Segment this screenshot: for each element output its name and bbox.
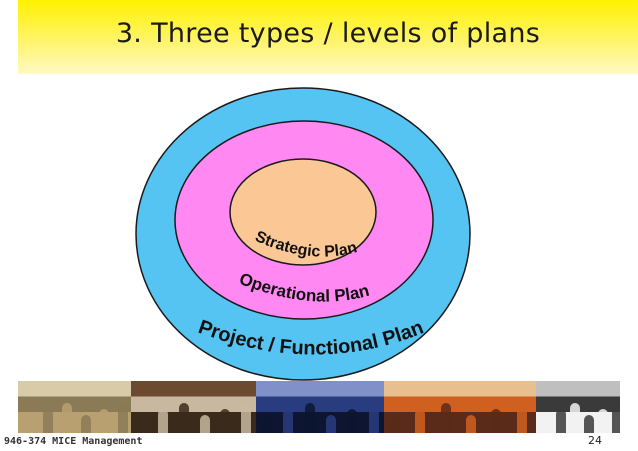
conference-audience-photo (256, 381, 384, 433)
photo-figure (118, 403, 129, 433)
photo-figure (390, 415, 400, 433)
page-number: 24 (588, 434, 602, 447)
photo-figure (178, 403, 189, 433)
photo-figure (491, 409, 502, 433)
footer-course-label: 946-374 MICE Management (4, 436, 143, 447)
photo-figure (326, 415, 336, 433)
photo-figure (137, 415, 147, 433)
auditorium-photo (18, 381, 131, 433)
photo-figure (283, 409, 294, 433)
photo-figure (415, 409, 426, 433)
photo-figure (61, 403, 72, 433)
title-bar: 3. Three types / levels of plans (18, 0, 638, 74)
slide-title: 3. Three types / levels of plans (115, 18, 541, 49)
photo-figure (80, 415, 91, 433)
photo-figure (99, 409, 110, 433)
meeting-table-photo (131, 381, 256, 433)
photo-figure (24, 415, 34, 433)
photo-figure (42, 409, 53, 433)
photo-figure (440, 403, 451, 433)
photo-figure (542, 415, 552, 433)
photo-figure (304, 403, 315, 433)
photo-strip (18, 381, 620, 433)
inner-ring-strategic (229, 158, 377, 266)
seminar-hall-photo (384, 381, 536, 433)
photo-figure (157, 409, 168, 433)
photo-figure (466, 415, 476, 433)
photo-figure (612, 403, 620, 433)
photo-figure (570, 403, 580, 433)
photo-figure (199, 415, 210, 433)
photo-figure (598, 409, 608, 433)
business-handshake-photo (536, 381, 620, 433)
photo-figure (347, 409, 358, 433)
photo-figure (584, 415, 594, 433)
photo-figure (262, 415, 272, 433)
photo-figure (556, 409, 566, 433)
photo-figure (220, 409, 231, 433)
photo-figure (368, 403, 379, 433)
photo-figure (516, 403, 527, 433)
photo-figure (241, 403, 252, 433)
